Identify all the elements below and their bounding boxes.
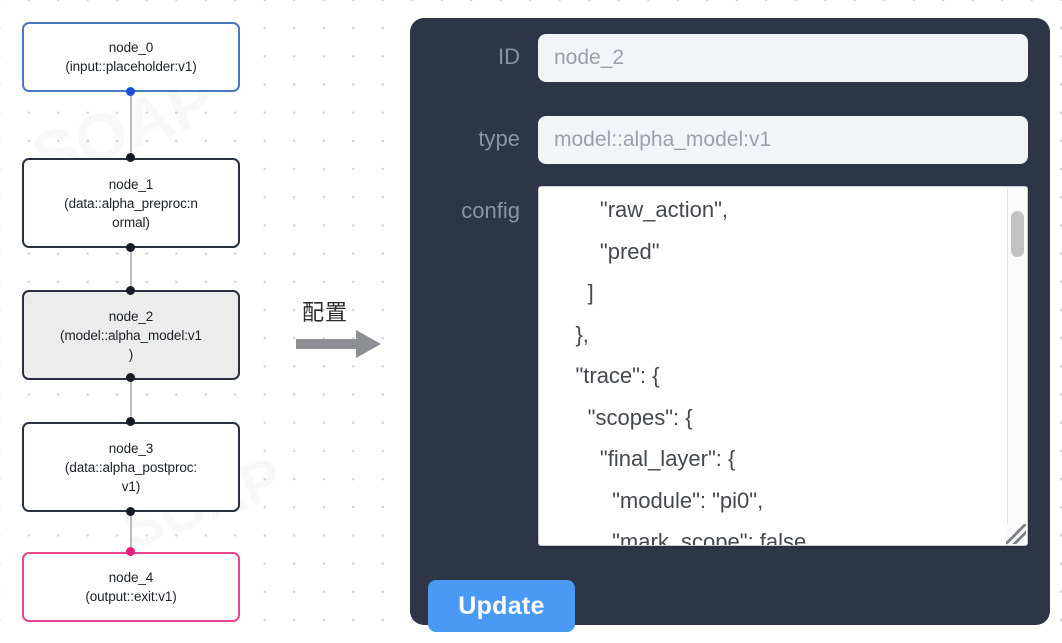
graph-node-node_2[interactable]: node_2 (model::alpha_model:v1 ) (22, 290, 240, 380)
resize-handle-icon[interactable] (1006, 524, 1026, 544)
graph-node-node_4[interactable]: node_4 (output::exit:v1) (22, 552, 240, 622)
update-button[interactable]: Update (428, 580, 575, 632)
type-input[interactable] (538, 116, 1028, 164)
port-node1-out[interactable] (126, 243, 135, 252)
id-field-label: ID (498, 44, 520, 69)
port-node2-in[interactable] (126, 286, 135, 295)
port-node4-in[interactable] (126, 547, 135, 556)
port-node3-out[interactable] (126, 507, 135, 516)
port-node0-out[interactable] (126, 87, 135, 96)
arrow-head (356, 330, 381, 358)
port-node3-in[interactable] (126, 417, 135, 426)
graph-node-label: node_0 (input::placeholder:v1) (65, 40, 197, 74)
id-input[interactable] (538, 34, 1028, 82)
edge-node2-node3 (130, 374, 132, 420)
field-row-id: ID (428, 34, 1028, 82)
type-field-label: type (478, 126, 520, 151)
edge-node3-node4 (130, 508, 132, 552)
flow-arrow-icon (296, 330, 386, 358)
arrow-shaft (296, 339, 358, 349)
graph-node-label: node_4 (output::exit:v1) (85, 570, 177, 604)
port-node2-out[interactable] (126, 373, 135, 382)
graph-node-label: node_2 (model::alpha_model:v1 ) (60, 308, 202, 362)
config-textarea[interactable]: "raw_action", "pred" ] }, "trace": { "sc… (538, 186, 1028, 546)
edge-node0-node1 (130, 90, 132, 162)
arrow-caption: 配置 (302, 300, 349, 325)
config-scrollbar[interactable] (1007, 187, 1027, 545)
node-config-panel: ID type config "raw_action", "pred" ] },… (410, 18, 1050, 632)
config-field-label: config (461, 198, 520, 223)
edge-node1-node2 (130, 244, 132, 294)
config-textarea-content[interactable]: "raw_action", "pred" ] }, "trace": { "sc… (575, 197, 807, 546)
field-row-config: config "raw_action", "pred" ] }, "trace"… (428, 186, 1028, 546)
port-node1-in[interactable] (126, 153, 135, 162)
graph-node-label: node_3 (data::alpha_postproc: v1) (64, 440, 198, 494)
config-scrollbar-thumb[interactable] (1011, 211, 1024, 257)
graph-node-node_3[interactable]: node_3 (data::alpha_postproc: v1) (22, 422, 240, 512)
graph-node-node_1[interactable]: node_1 (data::alpha_preproc:n ormal) (22, 158, 240, 248)
graph-node-label: node_1 (data::alpha_preproc:n ormal) (64, 176, 198, 230)
field-row-type: type (428, 116, 1028, 164)
graph-node-node_0[interactable]: node_0 (input::placeholder:v1) (22, 22, 240, 92)
